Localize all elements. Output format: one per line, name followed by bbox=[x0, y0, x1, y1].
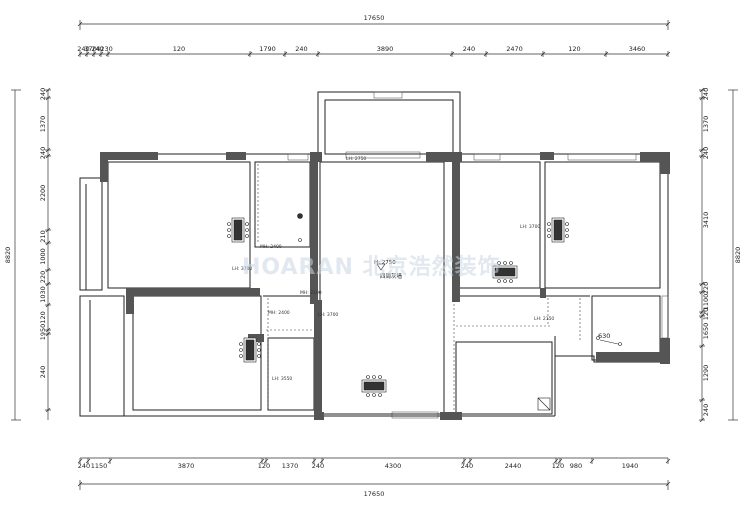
top-segment-dimension: 240 bbox=[77, 45, 89, 53]
right-dimensions bbox=[699, 87, 738, 423]
bottom-segment-dimension: 120 bbox=[552, 462, 564, 470]
top-segment-dimension: 1790 bbox=[259, 45, 276, 53]
left-segment-dimension: 1950 bbox=[39, 324, 47, 341]
top-segment-dimension: 4230 bbox=[96, 45, 113, 53]
bottom-segment-dimension: 240 bbox=[312, 462, 324, 470]
ceiling-light-icon bbox=[361, 375, 387, 397]
bottom-segment-dimension: 1370 bbox=[282, 462, 299, 470]
bottom-segment-dimension: 1940 bbox=[622, 462, 639, 470]
left-segment-dimension: 240 bbox=[39, 366, 47, 378]
right-segment-dimension: 3410 bbox=[702, 212, 710, 229]
left-segment-dimension: 1370 bbox=[39, 116, 47, 133]
right-segment-dimension: 240 bbox=[702, 404, 710, 416]
bottom-dimensions bbox=[77, 457, 671, 490]
room-tag: MH: 2100 bbox=[300, 290, 322, 296]
bottom-overall-dimension: 17650 bbox=[364, 490, 385, 498]
left-segment-dimension: 240 bbox=[39, 147, 47, 159]
left-segment-dimension: 2200 bbox=[39, 185, 47, 202]
left-segment-dimension: 1000 bbox=[39, 248, 47, 265]
utility-dimension: 630 bbox=[598, 332, 610, 340]
room-tag: LH: 3700 bbox=[318, 312, 338, 318]
room-tag: LH: 3550 bbox=[272, 376, 292, 382]
center-height-label: H: 2750 bbox=[374, 260, 396, 266]
room-tag: LH: 2750 bbox=[346, 156, 366, 162]
right-segment-dimension: 120 bbox=[702, 308, 710, 320]
top-overall-dimension: 17650 bbox=[364, 14, 385, 22]
top-segment-dimension: 240 bbox=[463, 45, 475, 53]
fixtures bbox=[227, 213, 622, 411]
bottom-segment-dimension: 2440 bbox=[505, 462, 522, 470]
right-segment-dimension: 240 bbox=[702, 147, 710, 159]
right-segment-dimension: 1290 bbox=[702, 365, 710, 382]
room-tag: MH: 2400 bbox=[268, 310, 290, 316]
room-tag: LH: 3700 bbox=[520, 224, 540, 230]
bottom-segment-dimension: 1150 bbox=[91, 462, 108, 470]
left-segment-dimension: 120 bbox=[39, 311, 47, 323]
top-segment-dimension: 240 bbox=[91, 45, 103, 53]
watermark: HOARAN 北京浩然装饰 bbox=[242, 254, 501, 280]
top-segment-dimension: 3460 bbox=[629, 45, 646, 53]
room-tag: MH: 2400 bbox=[260, 244, 282, 250]
right-segment-dimension: 1650 bbox=[702, 323, 710, 340]
top-segment-dimension: 370 bbox=[84, 45, 96, 53]
right-overall-dimension: 8820 bbox=[734, 247, 742, 264]
ceiling-light-icon bbox=[227, 217, 249, 243]
bottom-segment-dimension: 980 bbox=[570, 462, 582, 470]
ceiling-light-icon bbox=[547, 217, 569, 243]
left-dimensions bbox=[11, 87, 51, 421]
right-segment-dimension: 220 bbox=[702, 282, 710, 294]
top-segment-dimension: 240 bbox=[295, 45, 307, 53]
top-segment-dimension: 120 bbox=[568, 45, 580, 53]
ceiling-light-icon bbox=[492, 261, 518, 283]
windows bbox=[287, 91, 669, 419]
bottom-segment-dimension: 4300 bbox=[385, 462, 402, 470]
left-segment-dimension: 240 bbox=[39, 88, 47, 100]
bottom-segment-dimension: 3870 bbox=[178, 462, 195, 470]
left-segment-dimension: 220 bbox=[39, 271, 47, 283]
bottom-segment-dimension: 240 bbox=[461, 462, 473, 470]
dashed-lines bbox=[257, 164, 581, 412]
center-wall-note: 四周灰墙 bbox=[380, 272, 403, 280]
ceiling-light-icon bbox=[239, 337, 261, 363]
wall-lines bbox=[79, 91, 669, 417]
top-segment-dimension: 3890 bbox=[377, 45, 394, 53]
right-segment-dimension: 1100 bbox=[702, 294, 710, 311]
thick-walls bbox=[100, 152, 670, 420]
top-dimensions bbox=[77, 20, 671, 57]
bottom-segment-dimension: 120 bbox=[258, 462, 270, 470]
top-segment-dimension: 120 bbox=[173, 45, 185, 53]
room-tag: LH: 2150 bbox=[534, 316, 554, 322]
right-segment-dimension: 1370 bbox=[702, 116, 710, 133]
top-segment-dimension: 2470 bbox=[506, 45, 523, 53]
right-segment-dimension: 240 bbox=[702, 88, 710, 100]
left-segment-dimension: 210 bbox=[39, 230, 47, 242]
left-segment-dimension: 1030 bbox=[39, 286, 47, 303]
bottom-segment-dimension: 240 bbox=[78, 462, 90, 470]
room-tag: LH: 3700 bbox=[232, 266, 252, 272]
left-overall-dimension: 8820 bbox=[4, 247, 12, 264]
